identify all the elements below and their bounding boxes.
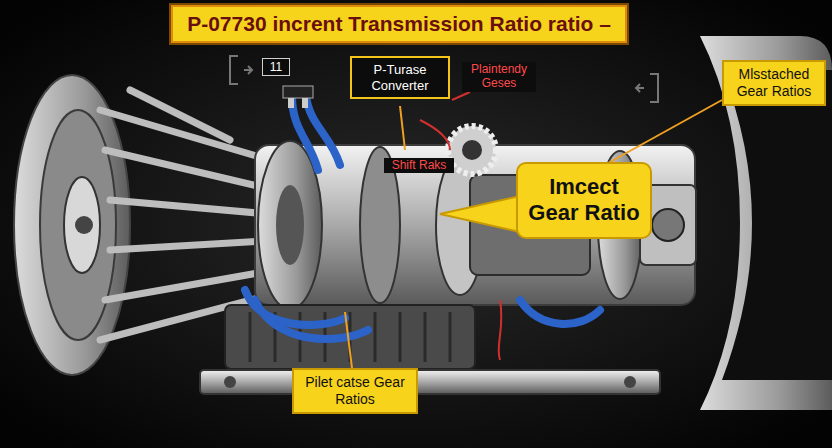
leader-lines-part xyxy=(452,92,470,100)
fluid-hoses-part xyxy=(520,300,600,324)
oil-pan-part-part xyxy=(424,312,427,362)
bell-housing-part xyxy=(75,216,93,234)
end-housing-part xyxy=(700,36,832,410)
bracket-symbols-part xyxy=(636,84,644,92)
main-case-part xyxy=(258,141,322,309)
component-label: P-Turase Converter xyxy=(350,56,450,99)
node-text: P-Turase Converter xyxy=(358,62,442,93)
callout-box: Pilet catse Gear Ratios xyxy=(292,368,418,414)
node-text: Pilet catse Gear Ratios xyxy=(301,374,409,408)
fluid-hoses-part xyxy=(292,96,318,170)
gear-wheel-part xyxy=(462,140,482,160)
callout-pointer xyxy=(440,196,520,232)
oil-pan-part-part xyxy=(249,312,252,362)
end-housing-part xyxy=(722,70,832,380)
plug-connector-part xyxy=(283,86,313,98)
bracket-symbols xyxy=(230,56,658,102)
leader-lines-part xyxy=(400,106,405,150)
plug-connector xyxy=(283,86,313,108)
bracket-symbols-part xyxy=(650,74,658,102)
main-case-part xyxy=(276,185,304,265)
bell-housing-part xyxy=(40,110,116,340)
frame-struts-part xyxy=(130,90,230,140)
node-text: 11 xyxy=(270,60,282,74)
bracket-symbols-part xyxy=(230,56,238,84)
bracket-symbols-part xyxy=(244,66,252,74)
node-text: Mlsstached Gear Ratios xyxy=(731,66,817,100)
part-label: Plaintendy Geses xyxy=(462,62,536,92)
bell-housing xyxy=(14,75,130,375)
oil-pan-part xyxy=(224,376,236,388)
oil-pan-part-part xyxy=(449,312,452,362)
node-text: Imcect Gear Ratio xyxy=(528,174,640,227)
fluid-hoses-part xyxy=(255,300,368,339)
oil-pan-part-part xyxy=(399,312,402,362)
wiring xyxy=(420,120,501,360)
main-case-part xyxy=(652,209,684,241)
title-text: P-07730 incrent Transmission Ratio ratio… xyxy=(187,12,611,36)
fluid-hoses-part xyxy=(306,96,340,165)
bell-housing-part xyxy=(64,177,100,273)
connector-number: 11 xyxy=(262,58,290,76)
leader-lines xyxy=(345,92,722,368)
plug-connector-part xyxy=(288,98,294,108)
wiring-part xyxy=(499,300,502,360)
part-label: Shift Raks xyxy=(384,158,454,174)
end-housing xyxy=(700,36,832,410)
bell-housing-part xyxy=(14,75,130,375)
oil-pan-part xyxy=(200,370,660,394)
callout-box: Imcect Gear Ratio xyxy=(516,162,652,239)
plug-connector-part xyxy=(302,98,308,108)
gear-wheel xyxy=(448,126,496,174)
oil-pan-part-part xyxy=(374,312,377,362)
wiring-part xyxy=(420,120,450,150)
callout-box: Mlsstached Gear Ratios xyxy=(722,60,826,106)
leader-lines-part xyxy=(345,312,352,368)
gear-wheel-part xyxy=(448,126,496,174)
oil-pan-part xyxy=(624,376,636,388)
title-banner: P-07730 incrent Transmission Ratio ratio… xyxy=(171,5,627,43)
frame-struts-part xyxy=(105,150,275,190)
